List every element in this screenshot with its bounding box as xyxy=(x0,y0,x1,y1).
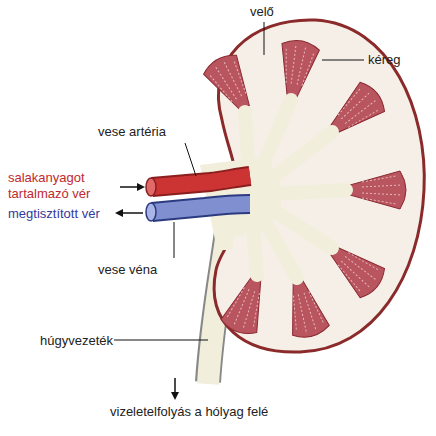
vein-label: vese véna xyxy=(98,262,157,278)
ureter-label: húgyvezeték xyxy=(40,333,113,349)
urine-flow-label: vizeletelfolyás a hólyag felé xyxy=(110,404,268,420)
blood-in-label: salakanyagot tartalmazó vér xyxy=(8,170,118,202)
blood-out-label: megtisztított vér xyxy=(8,206,104,222)
cortex-label: kéreg xyxy=(368,52,401,68)
medulla-label: velő xyxy=(250,4,274,20)
artery-label: vese artéria xyxy=(98,124,166,140)
